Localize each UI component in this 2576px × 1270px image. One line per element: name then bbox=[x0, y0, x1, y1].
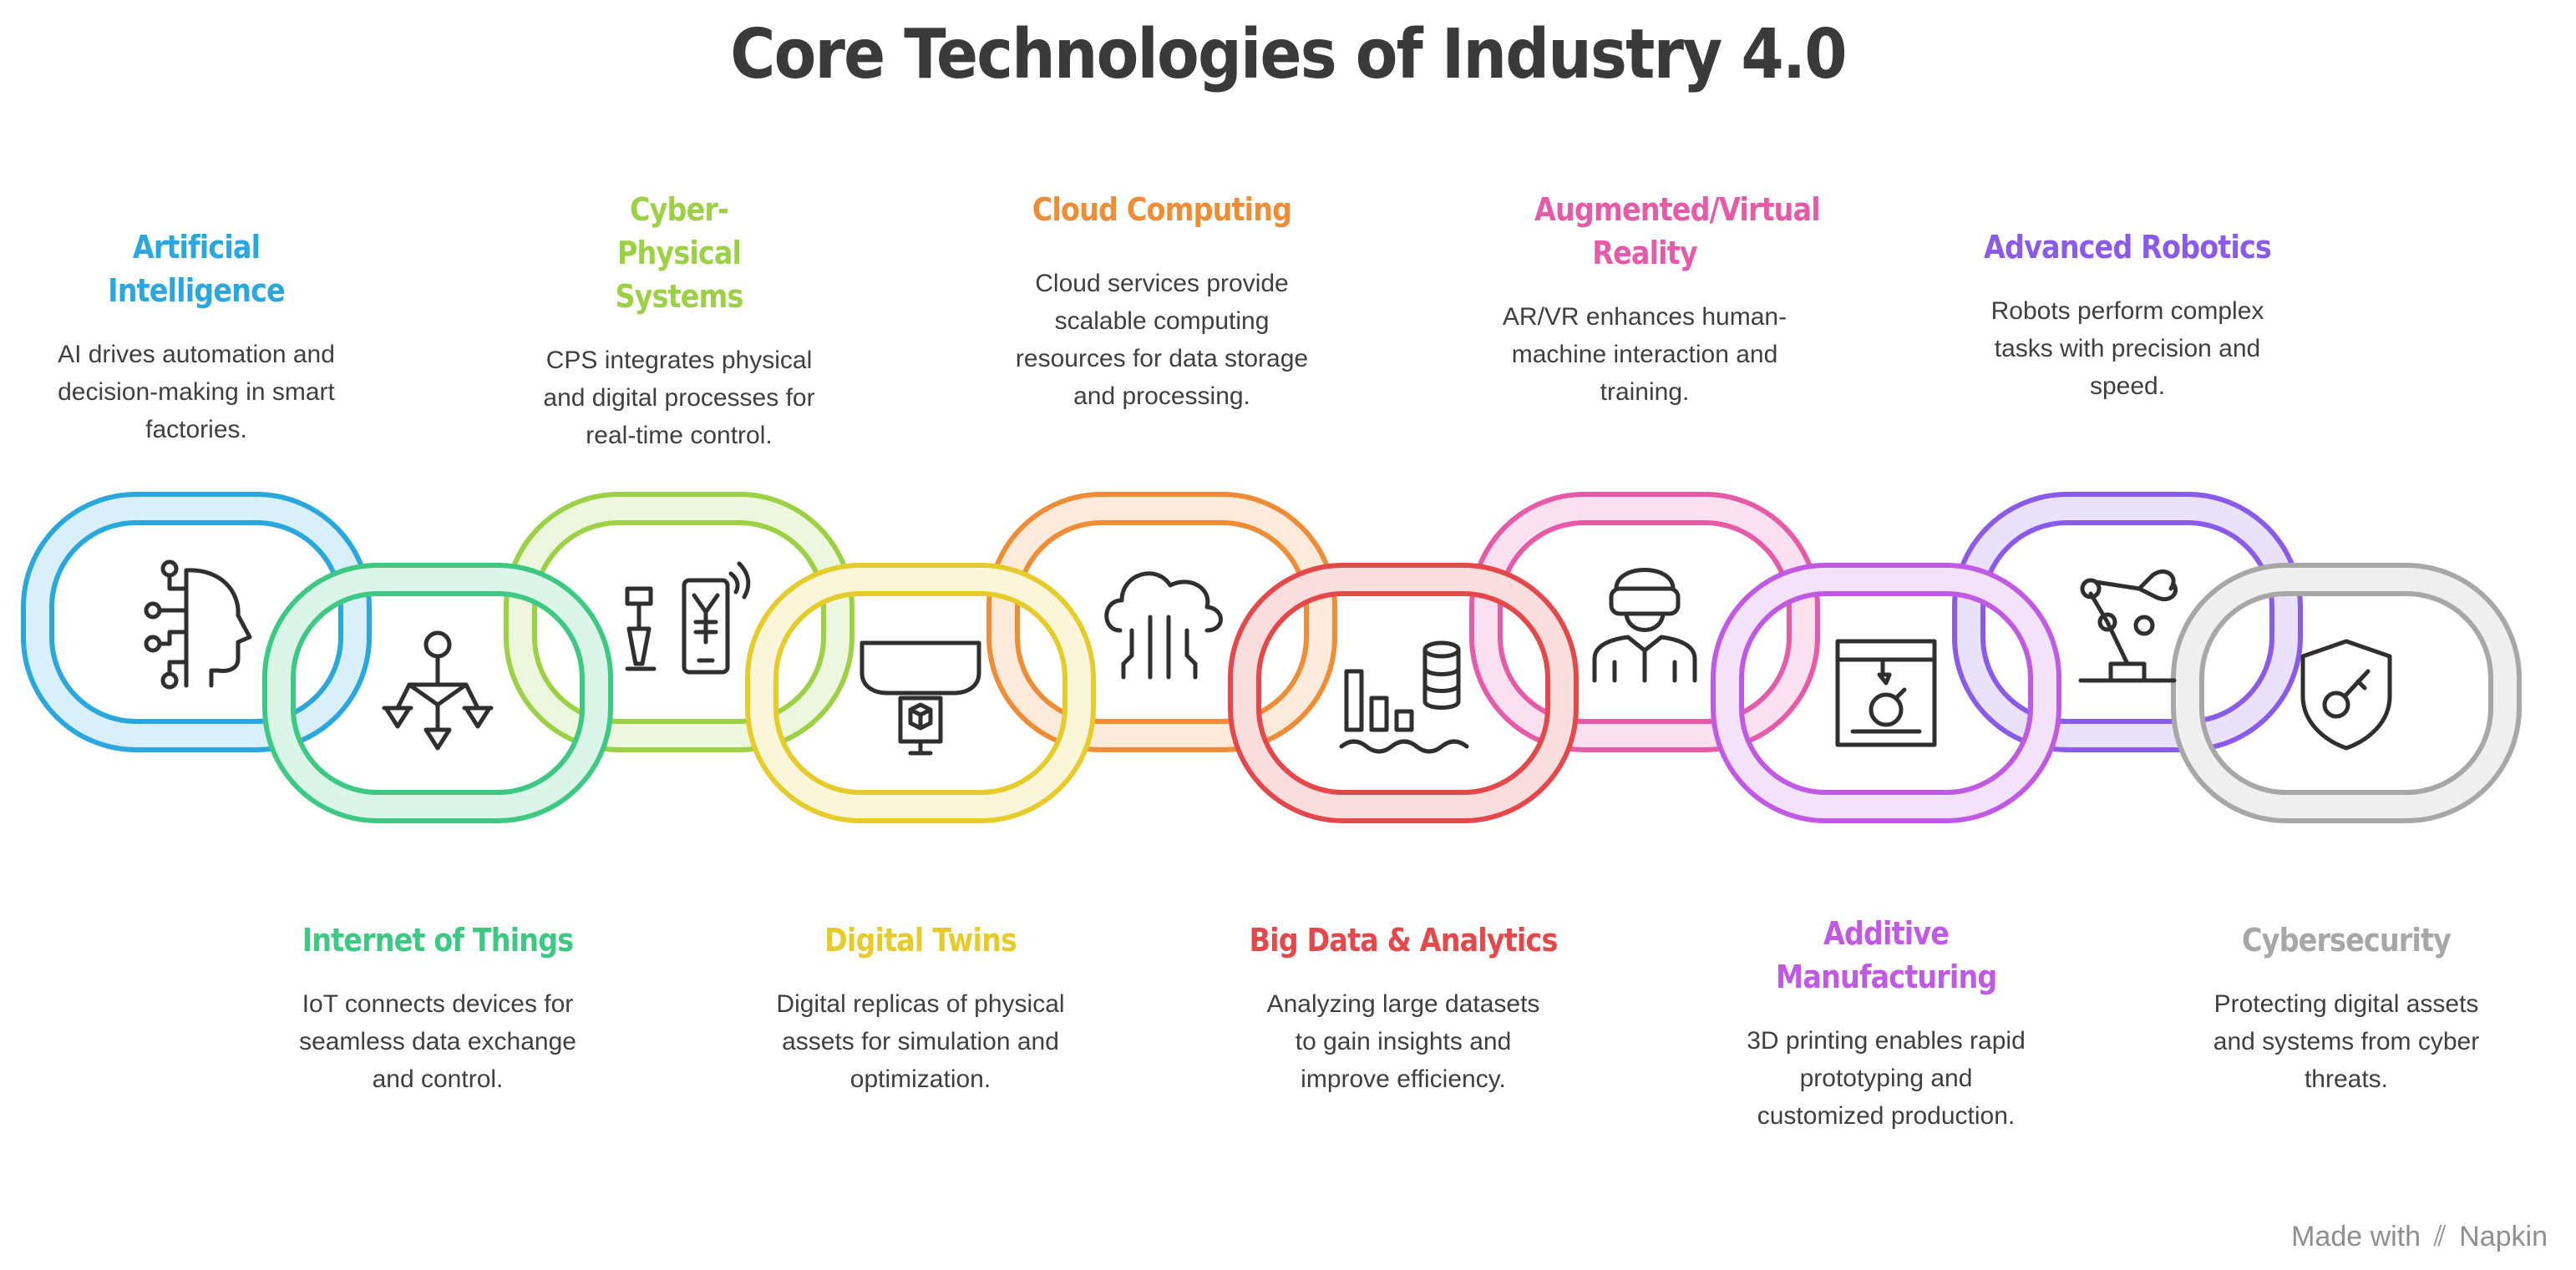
chain-link-1 bbox=[21, 492, 372, 752]
napkin-logo-icon: ⫽ bbox=[2433, 1221, 2447, 1252]
cloud-icon bbox=[1104, 571, 1223, 680]
chain-link-fill bbox=[509, 497, 849, 747]
tech-title: Cloud Computing bbox=[1032, 191, 1292, 228]
vr-cube-icon bbox=[860, 640, 981, 756]
tech-title: Additive Manufacturing bbox=[1776, 915, 1997, 995]
data-chart-icon bbox=[1339, 640, 1469, 754]
page-title: Core Technologies of Industry 4.0 bbox=[730, 15, 1847, 94]
chain-link-6 bbox=[1228, 563, 1579, 823]
vr-person-icon bbox=[1592, 568, 1697, 683]
tech-title: Advanced Robotics bbox=[1984, 229, 2272, 266]
tech-description: Digital replicas of physical assets for … bbox=[776, 990, 1065, 1093]
chain-link-4 bbox=[745, 563, 1096, 823]
chain-link-fill bbox=[1233, 568, 1574, 818]
tech-description: AI drives automation and decision-making… bbox=[58, 341, 335, 443]
credit-prefix: Made with bbox=[2291, 1221, 2421, 1252]
chain-link-fill bbox=[750, 568, 1091, 818]
tech-description: Robots perform complex tasks with precis… bbox=[1990, 297, 2264, 400]
printer-3d-icon bbox=[1835, 639, 1937, 747]
tech-title: Internet of Things bbox=[302, 922, 574, 959]
chain-link-fill bbox=[26, 497, 367, 747]
chain-link-fill bbox=[1474, 497, 1815, 747]
chain-link-fill bbox=[1716, 568, 2056, 818]
chain-link-2 bbox=[262, 563, 613, 823]
tech-description: 3D printing enables rapid prototyping an… bbox=[1747, 1027, 2026, 1130]
iot-network-icon bbox=[382, 630, 494, 751]
chain-link-5 bbox=[986, 492, 1337, 752]
tech-block-8: Additive Manufacturing 3D printing enable… bbox=[1711, 912, 2061, 1135]
chain-link-fill bbox=[2176, 568, 2517, 818]
chain-link-10 bbox=[2171, 563, 2522, 823]
tech-title: Augmented/Virtual Reality bbox=[1534, 191, 1821, 271]
cps-device-icon bbox=[625, 561, 751, 675]
tech-description: Cloud services provide scalable computin… bbox=[1015, 270, 1309, 410]
tech-title: Digital Twins bbox=[824, 922, 1017, 959]
chain-link-fill bbox=[267, 568, 608, 818]
tech-title: Big Data & Analytics bbox=[1249, 922, 1559, 959]
tech-description: AR/VR enhances human-machine interaction… bbox=[1502, 303, 1787, 406]
robot-arm-icon bbox=[2078, 569, 2178, 683]
chain-link-fill bbox=[991, 497, 1332, 747]
chain-link-fill bbox=[1957, 497, 2298, 747]
chain-link-7 bbox=[1469, 492, 1820, 752]
credit-brand: Napkin bbox=[2459, 1221, 2548, 1252]
chain-link-9 bbox=[1952, 492, 2303, 752]
tech-description: Analyzing large datasets to gain insight… bbox=[1266, 990, 1540, 1093]
ai-head-icon bbox=[144, 559, 252, 690]
tech-title: Cyber-Physical Systems bbox=[615, 191, 743, 315]
tech-block-1: Artificial Intelligence AI drives automat… bbox=[21, 225, 372, 448]
tech-title: Artificial Intelligence bbox=[108, 229, 286, 309]
tech-description: Protecting digital assets and systems fr… bbox=[2213, 990, 2480, 1093]
made-with-credit: Made with ⫽ Napkin bbox=[2291, 1221, 2548, 1253]
chain-link-3 bbox=[504, 492, 854, 752]
tech-description: CPS integrates physical and digital proc… bbox=[543, 347, 815, 449]
tech-title: Cybersecurity bbox=[2242, 922, 2452, 959]
tech-description: IoT connects devices for seamless data e… bbox=[299, 990, 576, 1093]
shield-key-icon bbox=[2300, 639, 2392, 751]
chain-link-8 bbox=[1711, 563, 2061, 823]
